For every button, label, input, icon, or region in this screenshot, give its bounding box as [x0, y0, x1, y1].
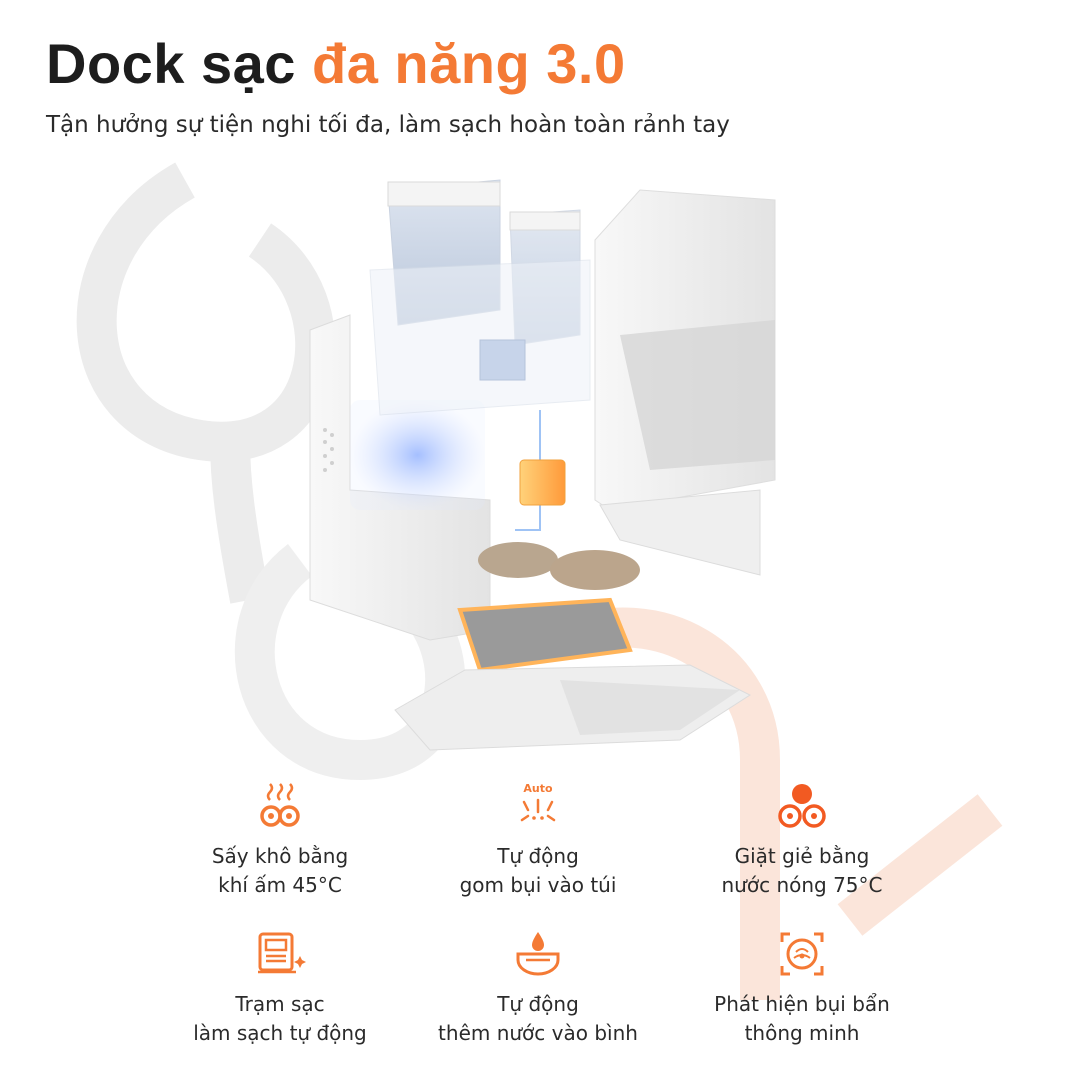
- feature-drying: Sấy khô bằng khí ấm 45°C: [130, 778, 430, 900]
- page-subtitle: Tận hưởng sự tiện nghi tối đa, làm sạch …: [46, 112, 730, 138]
- title-main: Dock sạc: [46, 32, 296, 95]
- feature-self-cleaning-station: Trạm sạc làm sạch tự động: [130, 926, 430, 1048]
- feature-line-1: Trạm sạc: [235, 992, 325, 1016]
- feature-line-2: thông minh: [744, 1021, 860, 1045]
- feature-line-2: làm sạch tự động: [193, 1021, 367, 1045]
- feature-line-2: khí ấm 45°C: [218, 873, 342, 897]
- hot-water-mop-wash-icon: [778, 784, 826, 828]
- feature-grid: Sấy khô bằng khí ấm 45°C Auto Tự động go…: [0, 770, 1080, 1070]
- self-cleaning-station-icon: [258, 932, 306, 974]
- feature-line-1: Giặt giẻ bằng: [734, 844, 870, 868]
- drying-heat-icon: [260, 783, 300, 827]
- page-title: Dock sạc đa năng 3.0: [46, 36, 626, 92]
- auto-badge: Auto: [523, 782, 553, 795]
- auto-water-refill-icon: [516, 932, 560, 976]
- feature-line-1: Tự động: [497, 992, 579, 1016]
- feature-dust-collection: Auto Tự động gom bụi vào túi: [388, 778, 688, 900]
- feature-line-1: Tự động: [497, 844, 579, 868]
- dock-exploded-illustration: [309, 179, 776, 751]
- feature-line-2: gom bụi vào túi: [459, 873, 617, 897]
- dirt-detection-icon: [780, 932, 824, 976]
- feature-line-2: nước nóng 75°C: [721, 873, 883, 897]
- feature-line-2: thêm nước vào bình: [438, 1021, 638, 1045]
- auto-dust-collection-icon: Auto: [520, 782, 556, 822]
- feature-hot-water-wash: Giặt giẻ bằng nước nóng 75°C: [652, 778, 952, 900]
- feature-line-1: Sấy khô bằng: [211, 844, 349, 868]
- feature-dirt-detection: Phát hiện bụi bẩn thông minh: [652, 926, 952, 1048]
- feature-water-refill: Tự động thêm nước vào bình: [388, 926, 688, 1048]
- feature-line-1: Phát hiện bụi bẩn: [714, 992, 890, 1016]
- title-highlight: đa năng 3.0: [312, 32, 626, 95]
